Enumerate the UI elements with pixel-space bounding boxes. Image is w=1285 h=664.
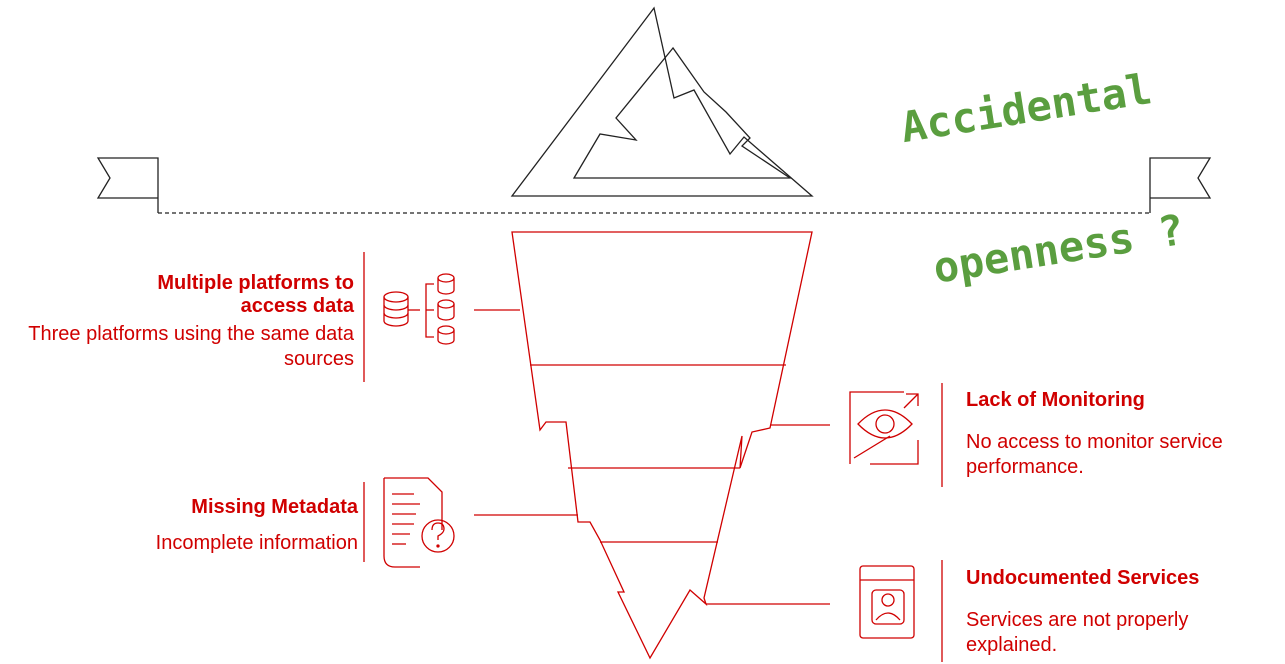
eye-monitor-icon [849, 391, 919, 465]
issue-description: Services are not properly explained. [966, 609, 1189, 656]
stamp-line-2: openness ? [929, 204, 1188, 293]
left-flag [96, 157, 159, 213]
book-person-icon [859, 565, 915, 639]
stamp-line-1: Accidental [897, 64, 1155, 153]
issue-lack-of-monitoring: Lack of Monitoring No access to monitor … [966, 389, 1282, 480]
accidental-openness-stamp: Accidental openness ? [868, 0, 1285, 344]
iceberg-underwater [511, 231, 813, 660]
issue-title: Missing Metadata [191, 496, 358, 518]
right-flag [1149, 157, 1212, 213]
issue-missing-metadata: Missing Metadata Incomplete information [40, 496, 358, 556]
issue-description: Three platforms using the same data sour… [28, 323, 354, 370]
iceberg-tip [510, 6, 814, 197]
issue-description: Incomplete information [155, 532, 358, 554]
text-dividers [363, 252, 943, 662]
database-platforms-icon [383, 273, 455, 345]
document-question-icon [383, 477, 455, 568]
connector-lines [474, 309, 830, 605]
issue-title: Multiple platforms to access data [157, 272, 354, 317]
issue-undocumented-services: Undocumented Services Services are not p… [966, 567, 1266, 658]
issue-title: Lack of Monitoring [966, 389, 1145, 411]
issue-description: No access to monitor service performance… [966, 431, 1223, 478]
issue-multiple-platforms: Multiple platforms to access data Three … [6, 272, 354, 372]
issue-title: Undocumented Services [966, 567, 1200, 589]
